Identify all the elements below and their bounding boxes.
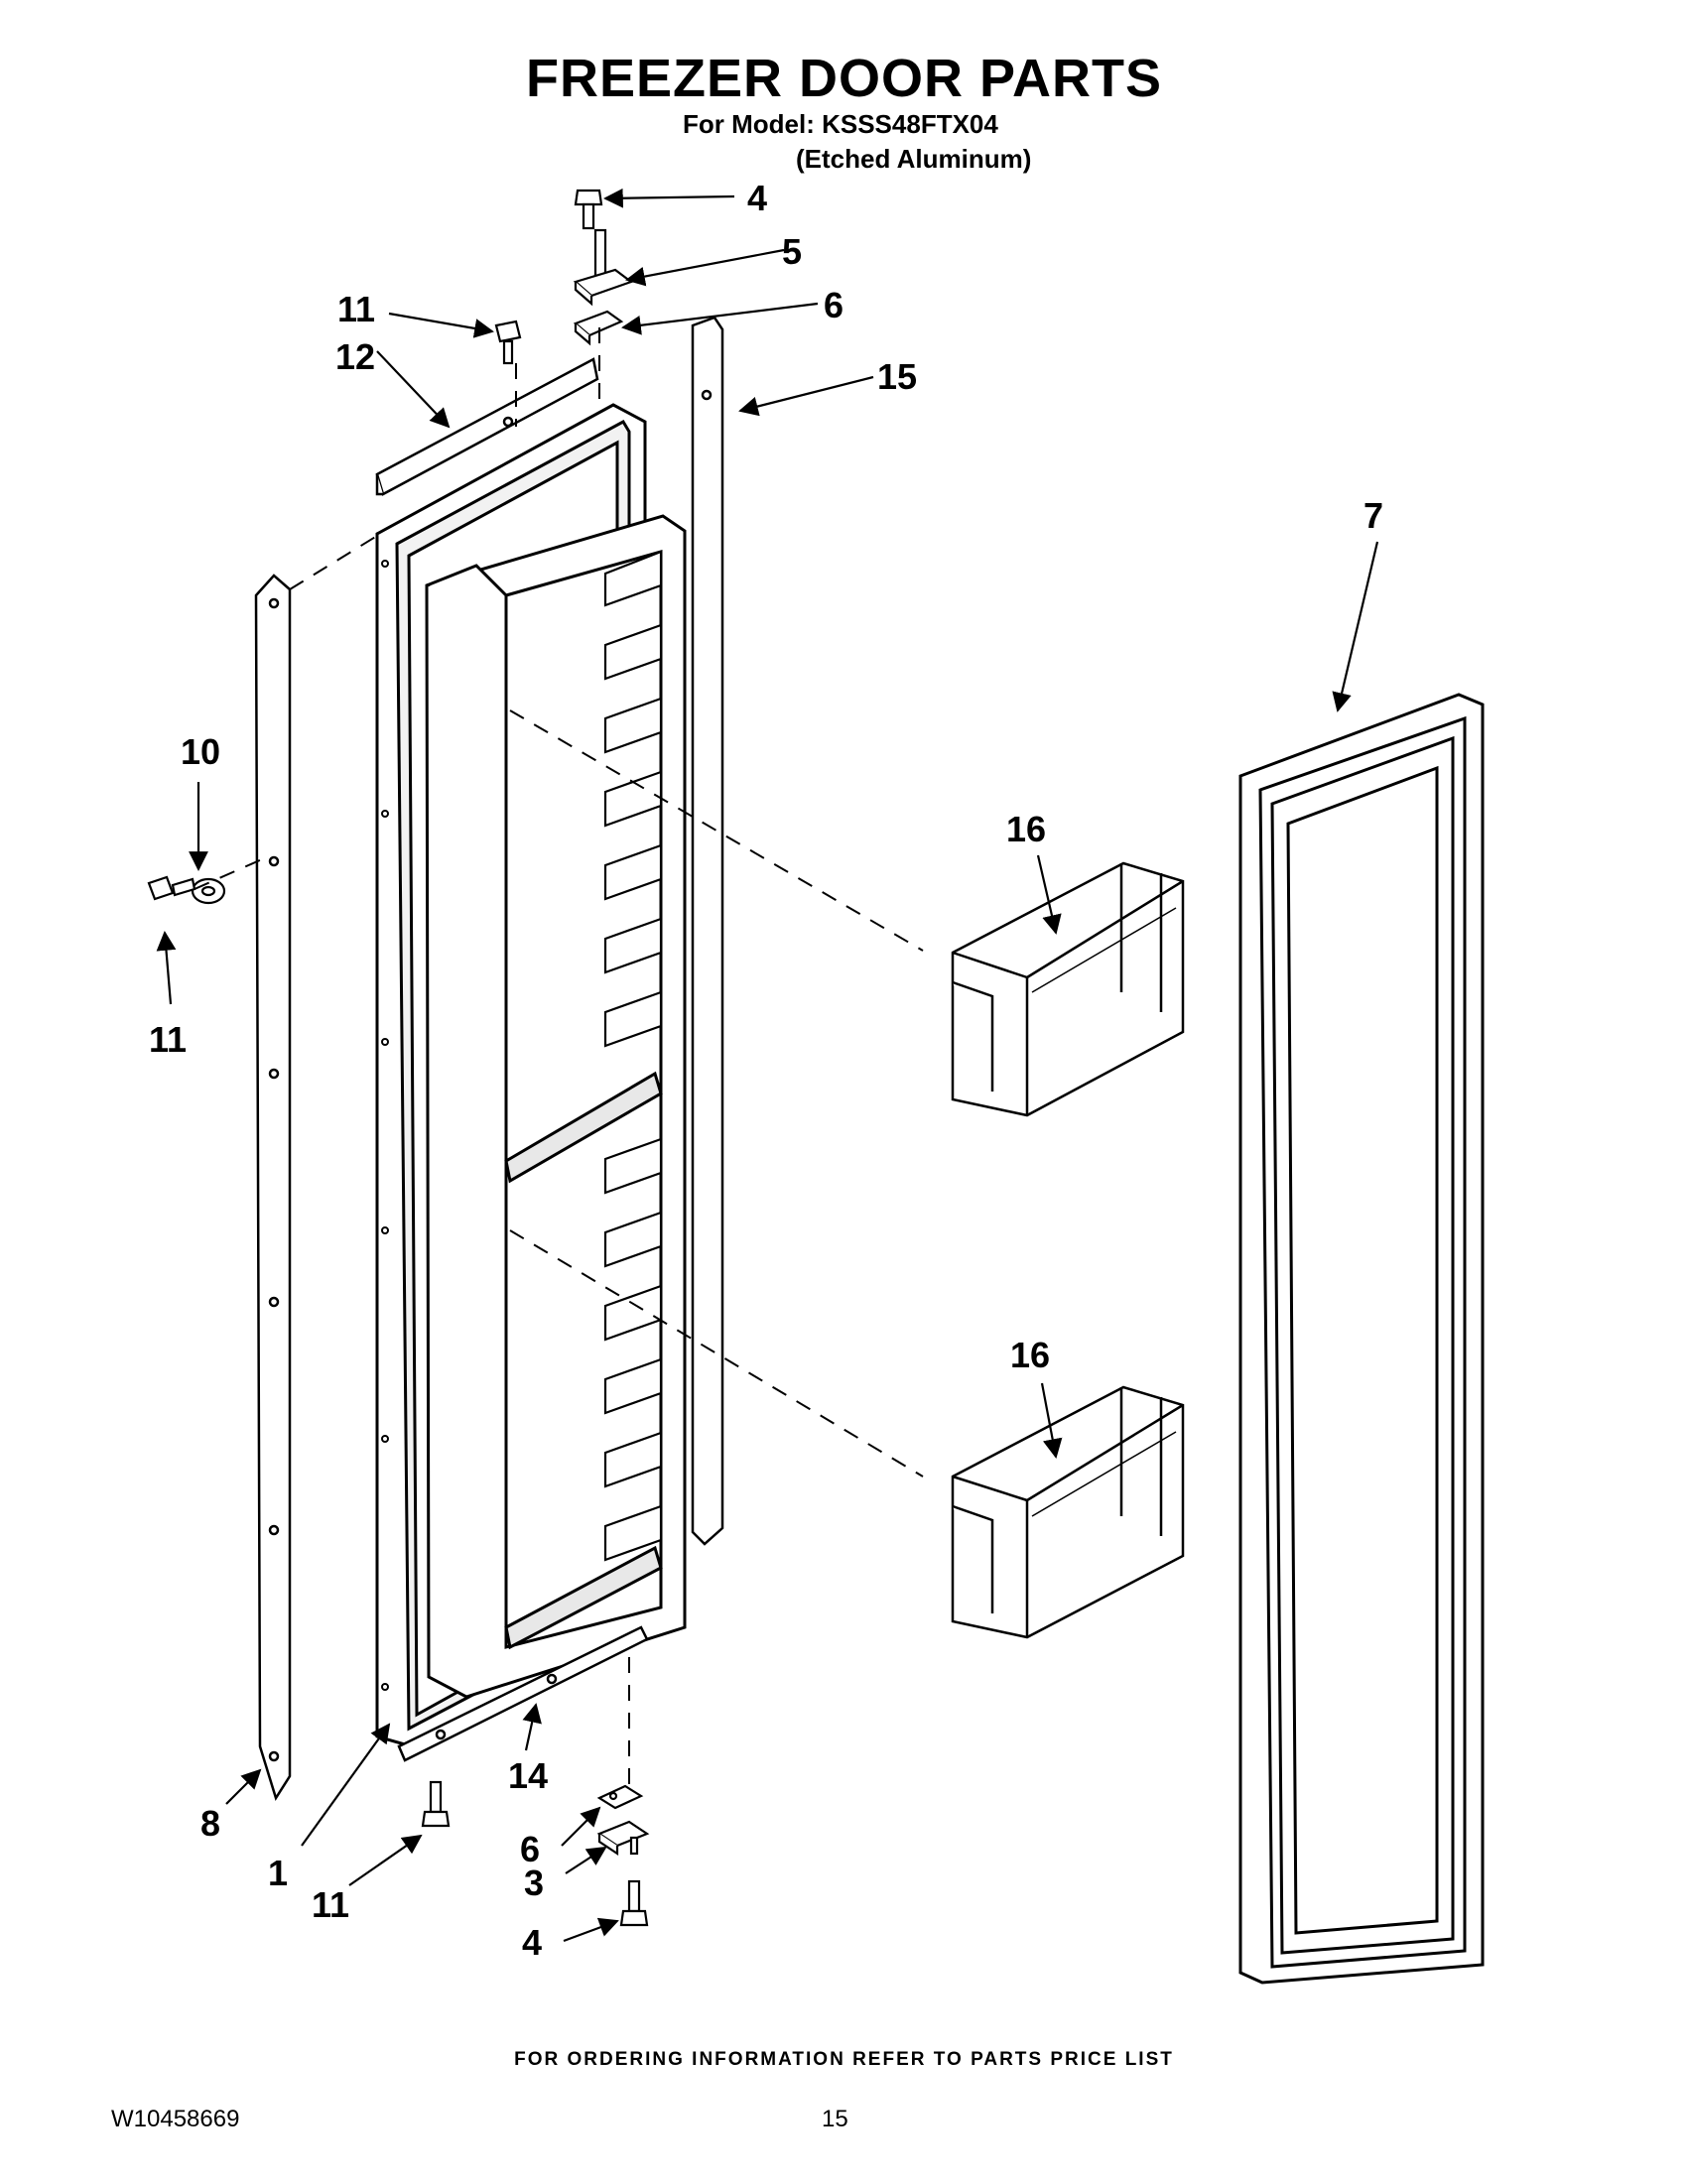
callout-16-bottom: 16 bbox=[1010, 1335, 1050, 1375]
callout-10: 10 bbox=[181, 731, 220, 772]
callout-15: 15 bbox=[877, 356, 917, 397]
callout-6-bottom: 6 bbox=[520, 1829, 540, 1869]
part-11-screw-left bbox=[147, 875, 196, 901]
part-15-trim-strip bbox=[691, 316, 724, 1546]
page-number: 15 bbox=[822, 2106, 848, 2132]
callout-14: 14 bbox=[508, 1755, 548, 1796]
callout-11-bottom: 11 bbox=[312, 1884, 349, 1925]
part-4-screw-top bbox=[574, 189, 603, 230]
part-6-shim-bottom bbox=[596, 1784, 644, 1810]
part-6-shim-top bbox=[573, 310, 624, 346]
part-10-washer bbox=[191, 877, 226, 905]
callout-4-top: 4 bbox=[747, 178, 767, 218]
callout-16-top: 16 bbox=[1006, 809, 1046, 849]
part-11-screw-top bbox=[494, 320, 522, 365]
callout-8: 8 bbox=[200, 1803, 220, 1844]
callout-11-left: 11 bbox=[149, 1019, 187, 1060]
model-line: For Model: KSSS48FTX04 bbox=[683, 109, 998, 139]
document-number: W10458669 bbox=[111, 2106, 240, 2132]
finish-line: (Etched Aluminum) bbox=[796, 144, 1032, 174]
part-12-top-channel bbox=[375, 357, 599, 496]
callout-1: 1 bbox=[268, 1853, 288, 1893]
callout-12: 12 bbox=[335, 336, 375, 377]
part-16-door-bin-lower bbox=[951, 1385, 1185, 1639]
part-14-bottom-channel bbox=[397, 1625, 649, 1762]
part-7-door-gasket bbox=[1238, 693, 1485, 1985]
part-4-screw-bottom bbox=[619, 1879, 649, 1927]
page-title: FREEZER DOOR PARTS bbox=[525, 49, 1163, 108]
part-3-hinge-bottom bbox=[596, 1820, 650, 1857]
callout-11-top: 11 bbox=[337, 289, 375, 329]
callout-4-bottom: 4 bbox=[522, 1922, 542, 1963]
part-16-door-bin-upper bbox=[951, 861, 1185, 1117]
callout-3: 3 bbox=[524, 1863, 544, 1903]
callout-5: 5 bbox=[782, 231, 802, 272]
part-8-trim-strip bbox=[254, 574, 292, 1801]
leader-arrows bbox=[156, 188, 1379, 1943]
ordering-note: FOR ORDERING INFORMATION REFER TO PARTS … bbox=[514, 2049, 1174, 2070]
callout-6-top: 6 bbox=[824, 285, 844, 325]
callout-7: 7 bbox=[1363, 495, 1383, 536]
alignment-lines bbox=[194, 327, 924, 1786]
part-1-door-liner bbox=[375, 403, 687, 1748]
part-5-hinge-top bbox=[573, 228, 634, 307]
part-11-screw-bottom bbox=[421, 1780, 451, 1828]
